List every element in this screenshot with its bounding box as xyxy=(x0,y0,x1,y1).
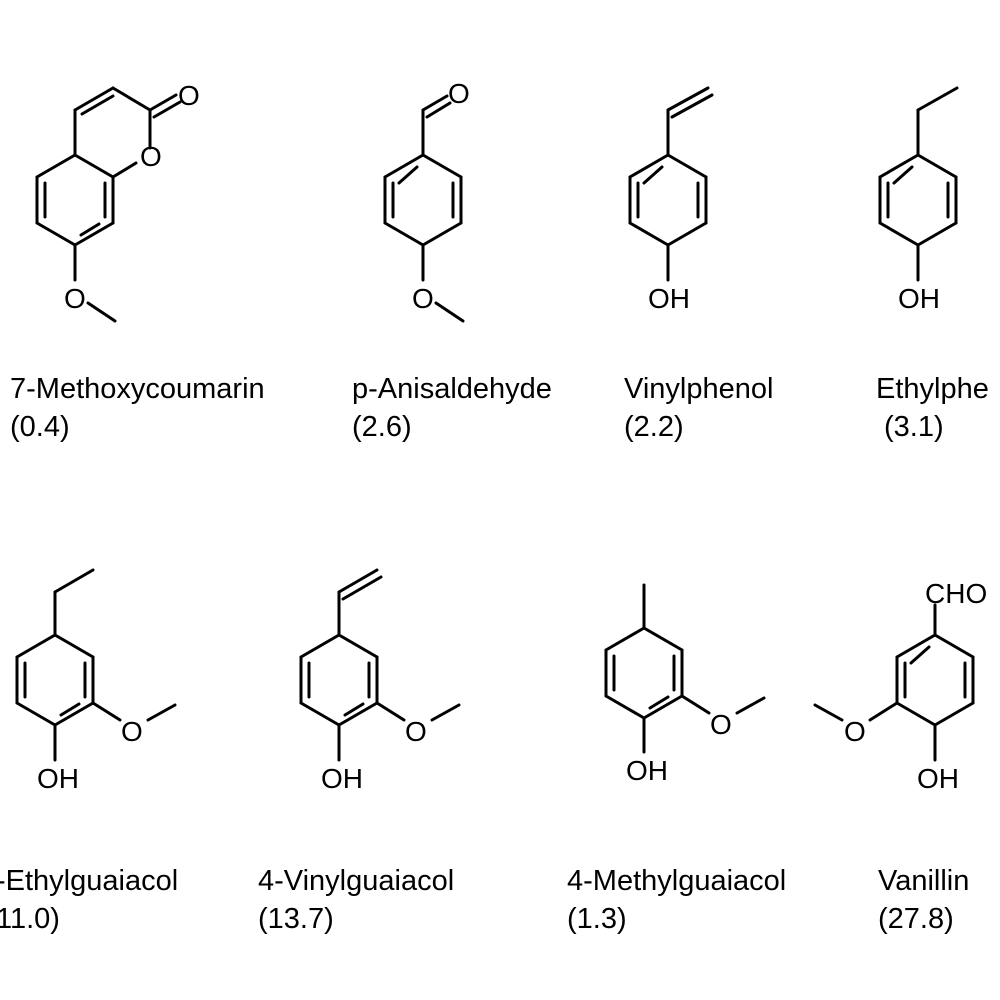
compound-name: 7-Methoxycoumarin xyxy=(10,373,265,405)
compound-name: -Ethylguaiacol xyxy=(0,865,179,897)
caption-p-anisaldehyde: p-Anisaldehyde (2.6) xyxy=(352,370,552,446)
compound-name: Vanillin xyxy=(878,865,970,897)
compound-name: Vinylphenol xyxy=(624,373,774,405)
structure-4-methylguaiacol: O OH xyxy=(604,583,766,786)
caption-7-methoxycoumarin: 7-Methoxycoumarin (0.4) xyxy=(10,370,265,446)
caption-4-ethylguaiacol: -Ethylguaiacol 11.0) xyxy=(0,862,178,938)
atom-methoxy-o: O xyxy=(844,716,866,747)
compound-name: Ethylphe xyxy=(876,373,989,405)
caption-4-methylguaiacol: 4-Methylguaiacol (1.3) xyxy=(567,862,786,938)
atom-methoxy-o: O xyxy=(121,716,143,747)
atom-methoxy-o: O xyxy=(405,716,427,747)
structure-7-methoxycoumarin: O O O xyxy=(35,80,200,323)
atom-hydroxyl: OH xyxy=(648,283,690,314)
compound-value: (27.8) xyxy=(878,903,954,935)
atom-methoxy-o: O xyxy=(412,283,434,314)
atom-aldehyde: CHO xyxy=(925,578,987,609)
atom-hydroxyl: OH xyxy=(321,763,363,794)
atom-hydroxyl: OH xyxy=(37,763,79,794)
compound-value: 11.0) xyxy=(0,903,60,935)
caption-ethylphenol: Ethylphe (3.1) xyxy=(876,370,989,446)
compound-name: 4-Vinylguaiacol xyxy=(258,865,455,897)
compound-value: (1.3) xyxy=(567,903,627,935)
atom-methoxy-o: O xyxy=(64,283,86,314)
atom-carbonyl-o: O xyxy=(178,80,200,111)
atom-hydroxyl: OH xyxy=(917,763,959,794)
structure-vinylphenol: OH xyxy=(628,86,714,314)
atom-ring-o: O xyxy=(140,141,162,172)
compound-value: (2.6) xyxy=(352,411,412,443)
compound-value: (2.2) xyxy=(624,411,684,443)
caption-vanillin: Vanillin (27.8) xyxy=(878,862,969,938)
caption-vinylphenol: Vinylphenol (2.2) xyxy=(624,370,773,446)
compound-value: (3.1) xyxy=(884,411,944,443)
atom-aldehyde-o: O xyxy=(448,78,470,109)
atom-methoxy-o: O xyxy=(710,709,732,740)
compound-name: p-Anisaldehyde xyxy=(352,373,552,405)
structure-ethylphenol: OH xyxy=(878,86,959,314)
structure-4-vinylguaiacol: O OH xyxy=(299,568,461,794)
structure-vanillin: CHO O OH xyxy=(813,578,987,794)
compound-value: (13.7) xyxy=(258,903,334,935)
caption-4-vinylguaiacol: 4-Vinylguaiacol (13.7) xyxy=(258,862,454,938)
atom-hydroxyl: OH xyxy=(626,755,668,786)
structure-p-anisaldehyde: O O xyxy=(383,78,470,323)
compound-name: 4-Methylguaiacol xyxy=(567,865,787,897)
atom-hydroxyl: OH xyxy=(898,283,940,314)
structure-4-ethylguaiacol: O OH xyxy=(15,568,177,794)
compound-value: (0.4) xyxy=(10,411,70,443)
